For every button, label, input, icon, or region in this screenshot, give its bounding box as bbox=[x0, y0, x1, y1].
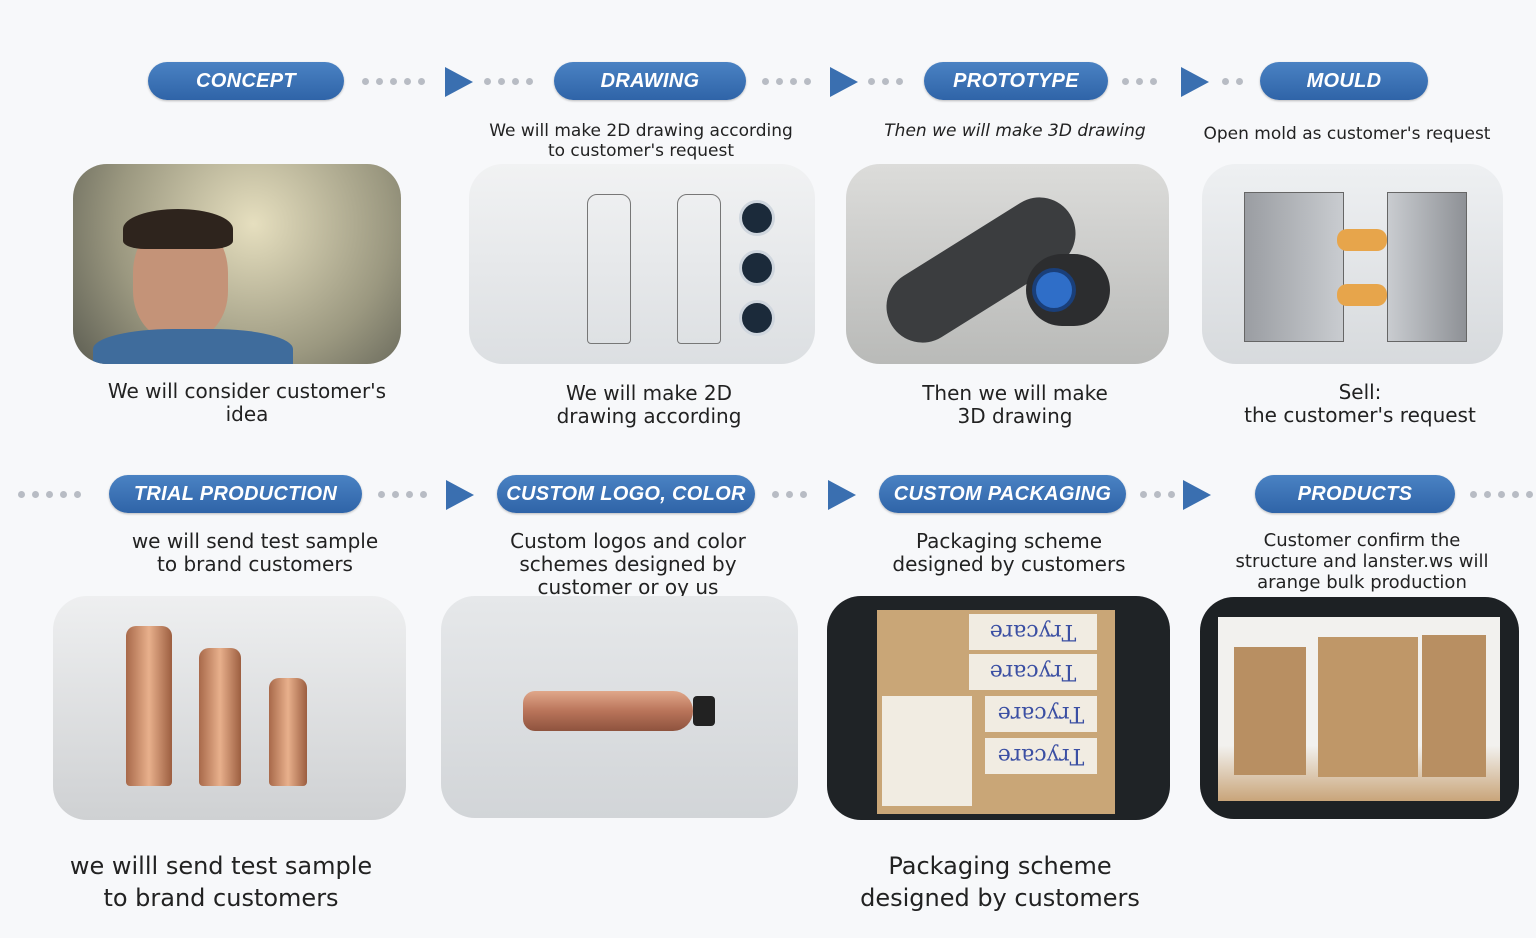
concept-image bbox=[73, 164, 401, 364]
step-custom-packaging: CUSTOM PACKAGING bbox=[879, 475, 1126, 513]
connector-dots bbox=[1222, 78, 1243, 86]
arrow-right-icon bbox=[445, 67, 473, 97]
step-trial-production: TRIAL PRODUCTION bbox=[109, 475, 362, 513]
connector-dots bbox=[378, 491, 427, 499]
drawing-caption: We will make 2D drawing according to cus… bbox=[489, 121, 793, 161]
box-label: Trycare bbox=[985, 696, 1097, 732]
step-products: PRODUCTS bbox=[1255, 475, 1455, 513]
arrow-right-icon bbox=[830, 67, 858, 97]
trial-caption: we will send test sample to brand custom… bbox=[131, 529, 379, 576]
products-caption: Customer confirm the structure and lanst… bbox=[1235, 530, 1489, 593]
mould-caption: Open mold as customer's request bbox=[1203, 124, 1491, 144]
connector-dots bbox=[362, 78, 425, 86]
step-concept: CONCEPT bbox=[148, 62, 344, 100]
drawing-description: We will make 2D drawing according bbox=[556, 381, 742, 428]
mould-image bbox=[1202, 164, 1503, 364]
arrow-right-icon bbox=[446, 480, 474, 510]
logo-image bbox=[441, 596, 798, 818]
connector-dots bbox=[762, 78, 811, 86]
trial-image bbox=[53, 596, 406, 820]
products-image bbox=[1200, 597, 1519, 819]
connector-dots bbox=[1122, 78, 1157, 86]
mould-description-title: Sell: bbox=[1338, 380, 1382, 404]
step-drawing: DRAWING bbox=[554, 62, 746, 100]
connector-dots bbox=[18, 491, 81, 499]
packaging-caption: Packaging scheme designed by customers bbox=[892, 529, 1126, 576]
connector-dots bbox=[1470, 491, 1533, 499]
box-label: Trycare bbox=[969, 614, 1097, 650]
connector-dots bbox=[484, 78, 533, 86]
step-mould: MOULD bbox=[1260, 62, 1428, 100]
concept-description: We will consider customer's idea bbox=[107, 379, 387, 426]
connector-dots bbox=[1140, 491, 1175, 499]
arrow-right-icon bbox=[1183, 480, 1211, 510]
packaging-image: Trycare Trycare Trycare Trycare bbox=[827, 596, 1170, 820]
prototype-image bbox=[846, 164, 1169, 364]
drawing-image bbox=[469, 164, 815, 364]
prototype-caption: Then we will make 3D drawing bbox=[884, 121, 1146, 141]
step-custom-logo-color: CUSTOM LOGO, COLOR bbox=[497, 475, 755, 513]
connector-dots bbox=[772, 491, 807, 499]
arrow-right-icon bbox=[1181, 67, 1209, 97]
mould-description: the customer's request bbox=[1244, 403, 1476, 427]
connector-dots bbox=[868, 78, 903, 86]
packaging-description: Packaging scheme designed by customers bbox=[860, 852, 1140, 912]
prototype-description: Then we will make 3D drawing bbox=[922, 381, 1108, 428]
logo-caption: Custom logos and color schemes designed … bbox=[510, 529, 746, 599]
box-label: Trycare bbox=[985, 738, 1097, 774]
step-prototype: PROTOTYPE bbox=[924, 62, 1108, 100]
arrow-right-icon bbox=[828, 480, 856, 510]
trial-description: we willl send test sample to brand custo… bbox=[69, 852, 373, 912]
box-label: Trycare bbox=[969, 654, 1097, 690]
